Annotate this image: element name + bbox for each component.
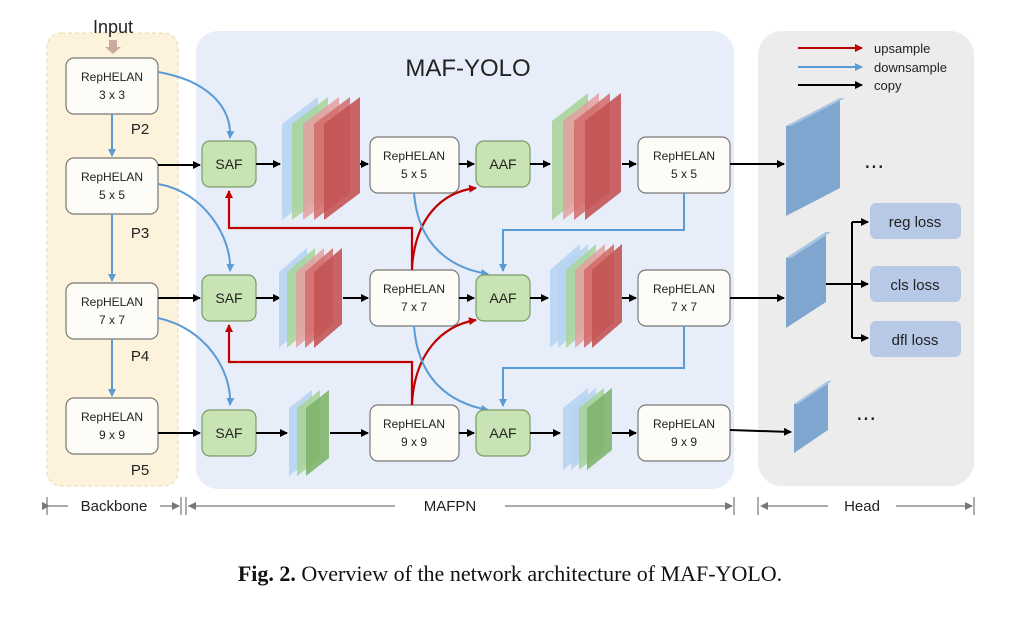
out-block-3-size: 9 x 9 bbox=[671, 435, 697, 449]
legend-downsample-label: downsample bbox=[874, 60, 947, 75]
mid-block-1-size: 5 x 5 bbox=[401, 167, 427, 181]
legend-upsample-label: upsample bbox=[874, 41, 930, 56]
downsample-curve-mid1-aaf2 bbox=[413, 192, 489, 277]
upsample-mid2-to-saf1 bbox=[225, 190, 414, 270]
head-ellipsis-2: ... bbox=[856, 399, 876, 426]
feature-stack-aaf-3 bbox=[563, 388, 612, 470]
backbone-block-2-size: 5 x 5 bbox=[99, 188, 125, 202]
out-block-2-size: 7 x 7 bbox=[671, 300, 697, 314]
backbone-block-2: RepHELAN 5 x 5 bbox=[65, 157, 159, 215]
level-label-p2: P2 bbox=[131, 121, 149, 138]
feature-stack-saf-1 bbox=[282, 97, 360, 220]
reg-loss-label: reg loss bbox=[889, 214, 942, 231]
backbone-block-1: RepHELAN 3 x 3 bbox=[65, 57, 159, 115]
mid-block-3: RepHELAN 9 x 9 bbox=[369, 404, 460, 462]
aaf-module-1: AAF bbox=[475, 140, 531, 188]
head-section-label: Head bbox=[844, 498, 880, 515]
mid-block-3-size: 9 x 9 bbox=[401, 435, 427, 449]
backbone-section-label: Backbone bbox=[81, 498, 148, 515]
cls-loss-label: cls loss bbox=[890, 277, 939, 294]
backbone-block-1-name: RepHELAN bbox=[81, 70, 143, 84]
mid-block-2-size: 7 x 7 bbox=[401, 300, 427, 314]
downsample-out1-to-aaf2 bbox=[499, 193, 685, 272]
head-block-1 bbox=[786, 98, 845, 216]
out-block-3-name: RepHELAN bbox=[653, 417, 715, 431]
backbone-block-2-name: RepHELAN bbox=[81, 170, 143, 184]
caption-label: Fig. 2. bbox=[238, 561, 296, 586]
legend-copy-label: copy bbox=[874, 78, 902, 93]
head-ellipsis-1: ... bbox=[864, 147, 884, 174]
downsample-curve-p3-saf bbox=[157, 183, 235, 272]
legend: upsample downsample copy bbox=[798, 41, 947, 93]
backbone-bracket: Backbone bbox=[42, 497, 182, 515]
downsample-curve-p4-saf bbox=[157, 317, 235, 406]
downsample-curve-mid2-aaf3 bbox=[413, 325, 489, 413]
copy-arrow-out3-head bbox=[729, 427, 792, 436]
saf-label-1: SAF bbox=[215, 156, 242, 172]
cls-loss-box: cls loss bbox=[870, 266, 961, 302]
upsample-mid3-to-saf2 bbox=[225, 324, 414, 405]
mafpn-section-label: MAFPN bbox=[424, 498, 477, 515]
mid-block-2-name: RepHELAN bbox=[383, 282, 445, 296]
diagram-title: MAF-YOLO bbox=[405, 55, 530, 82]
backbone-block-3-name: RepHELAN bbox=[81, 295, 143, 309]
out-block-2: RepHELAN 7 x 7 bbox=[637, 269, 731, 327]
input-arrow bbox=[105, 40, 121, 54]
saf-label-3: SAF bbox=[215, 425, 242, 441]
mid-block-3-name: RepHELAN bbox=[383, 417, 445, 431]
backbone-block-4-name: RepHELAN bbox=[81, 410, 143, 424]
head-block-3 bbox=[794, 381, 832, 453]
out-block-2-name: RepHELAN bbox=[653, 282, 715, 296]
input-label: Input bbox=[93, 17, 133, 37]
feature-stack-aaf-2 bbox=[550, 244, 622, 348]
mid-block-2: RepHELAN 7 x 7 bbox=[369, 269, 460, 327]
mid-block-1-name: RepHELAN bbox=[383, 149, 445, 163]
backbone-block-3-size: 7 x 7 bbox=[99, 313, 125, 327]
aaf-module-2: AAF bbox=[475, 274, 531, 322]
aaf-label-1: AAF bbox=[489, 156, 516, 172]
figure-caption: Fig. 2. Overview of the network architec… bbox=[238, 561, 782, 586]
dfl-loss-box: dfl loss bbox=[870, 321, 961, 357]
aaf-label-2: AAF bbox=[489, 290, 516, 306]
aaf-label-3: AAF bbox=[489, 425, 516, 441]
out-block-1-name: RepHELAN bbox=[653, 149, 715, 163]
feature-stack-saf-3 bbox=[289, 390, 329, 476]
upsample-curve-mid3-aaf2 bbox=[410, 317, 477, 404]
feature-stack-aaf-1 bbox=[552, 93, 621, 220]
mid-block-1: RepHELAN 5 x 5 bbox=[369, 136, 460, 194]
upsample-curve-mid2-aaf1 bbox=[410, 184, 477, 269]
head-block-2 bbox=[786, 232, 831, 328]
saf-module-3: SAF bbox=[201, 409, 257, 457]
out-block-1-size: 5 x 5 bbox=[671, 167, 697, 181]
backbone-block-1-size: 3 x 3 bbox=[99, 88, 125, 102]
backbone-block-3: RepHELAN 7 x 7 bbox=[65, 282, 159, 340]
aaf-module-3: AAF bbox=[475, 409, 531, 457]
head-bracket: Head bbox=[757, 497, 975, 515]
downsample-curve-p2-saf bbox=[157, 71, 235, 139]
level-label-p4: P4 bbox=[131, 348, 149, 365]
level-label-p5: P5 bbox=[131, 462, 149, 479]
saf-label-2: SAF bbox=[215, 290, 242, 306]
out-block-3: RepHELAN 9 x 9 bbox=[637, 404, 731, 462]
saf-module-2: SAF bbox=[201, 274, 257, 322]
mafpn-bracket: MAFPN bbox=[185, 497, 735, 515]
level-label-p3: P3 bbox=[131, 225, 149, 242]
backbone-block-4-size: 9 x 9 bbox=[99, 428, 125, 442]
backbone-block-4: RepHELAN 9 x 9 bbox=[65, 397, 159, 455]
reg-loss-box: reg loss bbox=[870, 203, 961, 239]
out-block-1: RepHELAN 5 x 5 bbox=[637, 136, 731, 194]
dfl-loss-label: dfl loss bbox=[892, 332, 939, 349]
downsample-out2-to-aaf3 bbox=[499, 326, 685, 407]
saf-module-1: SAF bbox=[201, 140, 257, 188]
feature-stack-saf-2 bbox=[279, 248, 342, 348]
caption-text: Overview of the network architecture of … bbox=[301, 561, 782, 586]
